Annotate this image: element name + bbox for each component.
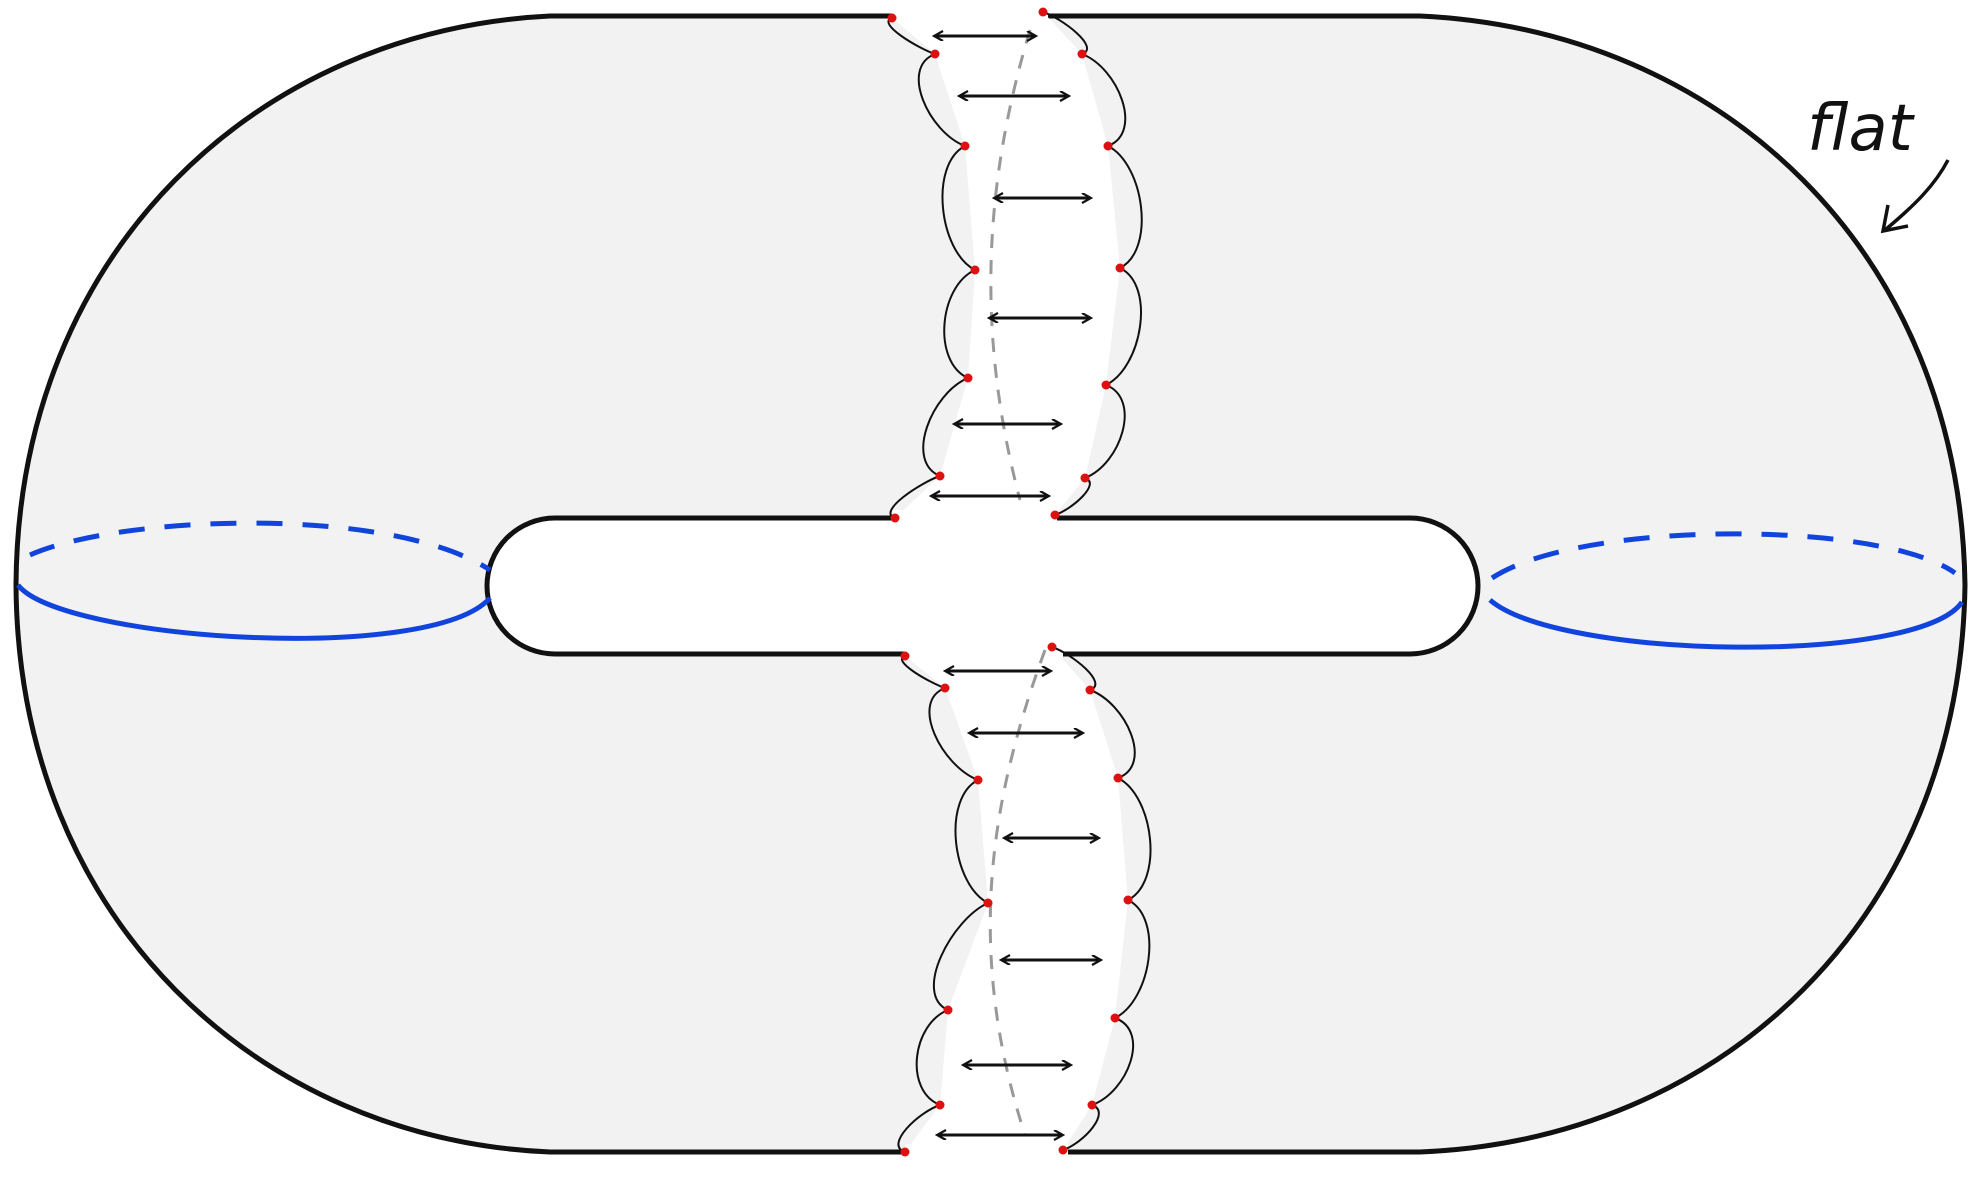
lower-neck-gluing-point — [983, 898, 993, 908]
lower-neck-gluing-point — [1058, 1145, 1068, 1155]
upper-neck-right-bump — [1042, 11, 1088, 55]
upper-neck-gluing-point — [1077, 49, 1087, 59]
upper-neck-gluing-point — [960, 141, 970, 151]
upper-neck-right-bump — [1107, 145, 1143, 269]
upper-neck-gluing-point — [1115, 263, 1125, 273]
upper-neck-gluing-point — [1101, 380, 1111, 390]
lower-neck-left-bump — [915, 1009, 949, 1106]
lower-neck — [897, 642, 1152, 1158]
lower-neck-right-bump — [1114, 899, 1151, 1019]
upper-neck-gluing-point — [890, 513, 900, 523]
flat-label: flat — [1807, 92, 1916, 166]
upper-neck-left-bump — [889, 475, 941, 519]
upper-neck-gluing-point — [1080, 473, 1090, 483]
lower-neck-gluing-point — [943, 1005, 953, 1015]
lower-neck-bottom-opening — [905, 1144, 1068, 1158]
lower-neck-gluing-point — [935, 1100, 945, 1110]
lower-neck-gluing-point — [1047, 642, 1057, 652]
curved-arrow-icon — [1883, 159, 1950, 232]
flat-annotation: flat — [1807, 92, 1950, 234]
upper-neck-top-opening — [893, 8, 1048, 22]
left-cycle-back — [28, 520, 492, 573]
upper-neck-gluing-point — [1050, 510, 1060, 520]
right-cycle-front — [1488, 598, 1965, 650]
lower-neck-left-bump — [933, 902, 989, 1011]
upper-neck-right-bump — [1105, 267, 1142, 386]
upper-neck-left-bump — [941, 145, 976, 271]
lower-neck-right-bump — [1089, 689, 1136, 779]
central-hole — [484, 515, 1481, 657]
left-blue-cycle — [16, 520, 492, 641]
lower-neck-gluing-point — [1113, 773, 1123, 783]
upper-neck-gluing-point — [935, 471, 945, 481]
lower-neck-gluing-point — [973, 775, 983, 785]
upper-neck-left-bump — [943, 269, 976, 379]
upper-neck-left-bump — [922, 377, 969, 477]
lower-neck-right-bump — [1051, 646, 1097, 691]
upper-neck — [887, 7, 1143, 524]
left-cycle-front — [16, 583, 492, 641]
upper-neck-gluing-point — [1103, 141, 1113, 151]
lower-neck-left-bump — [928, 687, 979, 781]
upper-neck-left-bump — [917, 53, 966, 147]
lower-neck-top-opening — [905, 646, 1063, 660]
lower-neck-gluing-point — [1110, 1013, 1120, 1023]
lower-neck-right-bump — [1091, 1017, 1135, 1106]
lower-neck-gluing-point — [940, 683, 950, 693]
upper-neck-gluing-point — [930, 49, 940, 59]
lower-neck-gluing-point — [1123, 895, 1133, 905]
lower-neck-interior — [905, 647, 1128, 1152]
upper-neck-right-bump — [1084, 384, 1126, 479]
right-blue-cycle — [1488, 531, 1965, 650]
curved-arrow-head-icon — [1880, 204, 1909, 234]
lower-neck-right-bump — [1117, 777, 1152, 901]
lower-neck-gluing-point — [1087, 1100, 1097, 1110]
upper-neck-bottom-opening — [893, 510, 1057, 524]
upper-neck-gluing-point — [970, 265, 980, 275]
lower-neck-gluing-point — [900, 651, 910, 661]
right-cycle-back — [1490, 531, 1957, 581]
lower-neck-gluing-point — [900, 1147, 910, 1157]
lower-neck-right-bump — [1062, 1104, 1100, 1151]
lower-neck-left-bump — [897, 1104, 941, 1153]
lower-neck-gluing-point — [1085, 685, 1095, 695]
upper-neck-gluing-point — [887, 13, 897, 23]
upper-neck-gluing-point — [963, 373, 973, 383]
upper-neck-right-bump — [1081, 53, 1127, 147]
upper-neck-interior — [892, 12, 1120, 518]
upper-neck-gluing-point — [1038, 7, 1048, 17]
lower-neck-left-bump — [954, 779, 989, 904]
